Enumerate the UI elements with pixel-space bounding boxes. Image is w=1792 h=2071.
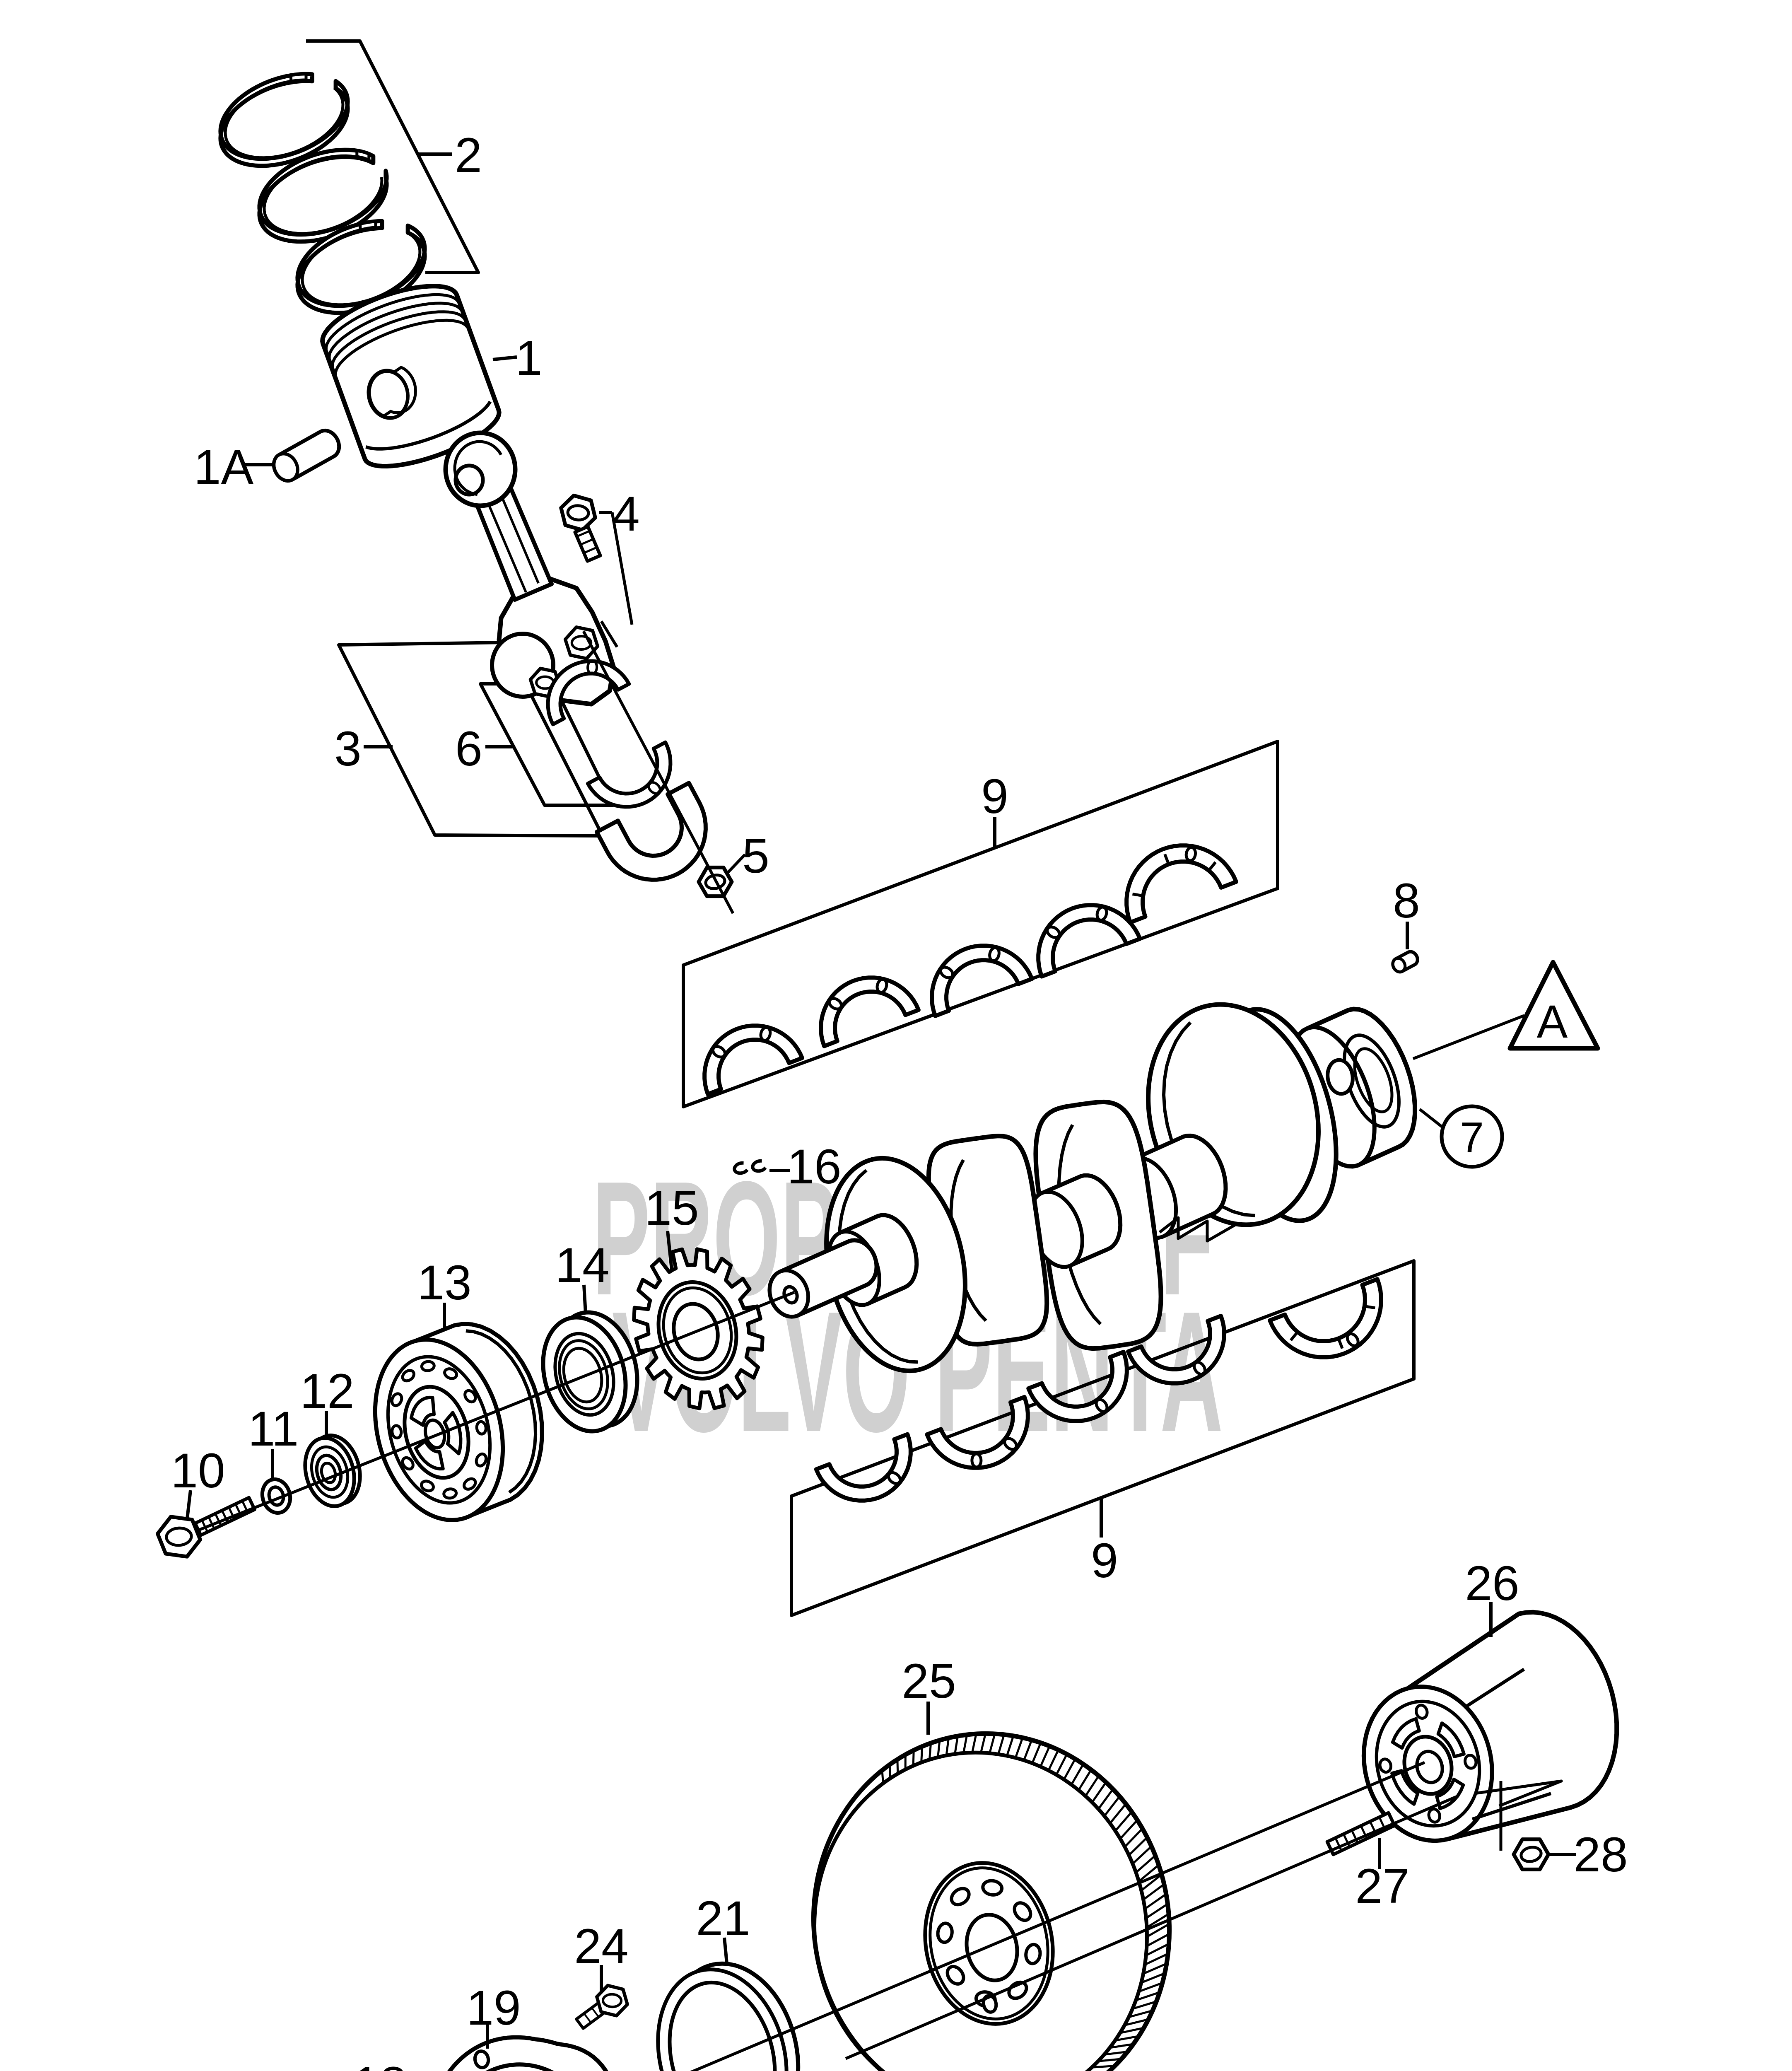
svg-text:11: 11 bbox=[248, 1402, 299, 1456]
svg-text:A: A bbox=[1537, 996, 1568, 1048]
svg-text:5: 5 bbox=[742, 829, 769, 883]
svg-text:6: 6 bbox=[455, 722, 482, 776]
svg-text:12: 12 bbox=[300, 1364, 354, 1419]
svg-text:3: 3 bbox=[334, 722, 362, 776]
svg-text:28: 28 bbox=[1573, 1827, 1628, 1882]
svg-text:9: 9 bbox=[981, 769, 1008, 824]
svg-text:21: 21 bbox=[696, 1891, 750, 1946]
svg-text:14: 14 bbox=[555, 1238, 609, 1293]
svg-text:27: 27 bbox=[1355, 1859, 1409, 1914]
svg-text:2: 2 bbox=[455, 128, 482, 183]
svg-text:15: 15 bbox=[644, 1181, 699, 1236]
svg-text:1A: 1A bbox=[194, 440, 254, 495]
svg-text:4: 4 bbox=[613, 487, 640, 541]
svg-text:1: 1 bbox=[515, 331, 543, 386]
svg-text:8: 8 bbox=[1393, 874, 1420, 928]
svg-text:7: 7 bbox=[1460, 1114, 1484, 1162]
svg-text:10: 10 bbox=[171, 1443, 225, 1498]
svg-text:26: 26 bbox=[1465, 1556, 1519, 1611]
svg-text:9: 9 bbox=[1091, 1533, 1118, 1588]
svg-text:16: 16 bbox=[787, 1139, 841, 1194]
svg-text:25: 25 bbox=[902, 1654, 956, 1709]
svg-text:19: 19 bbox=[466, 1981, 521, 2035]
svg-text:13: 13 bbox=[417, 1255, 471, 1310]
svg-text:17: 17 bbox=[265, 2064, 319, 2071]
svg-text:24: 24 bbox=[574, 1919, 628, 1974]
svg-text:18: 18 bbox=[352, 2057, 407, 2071]
